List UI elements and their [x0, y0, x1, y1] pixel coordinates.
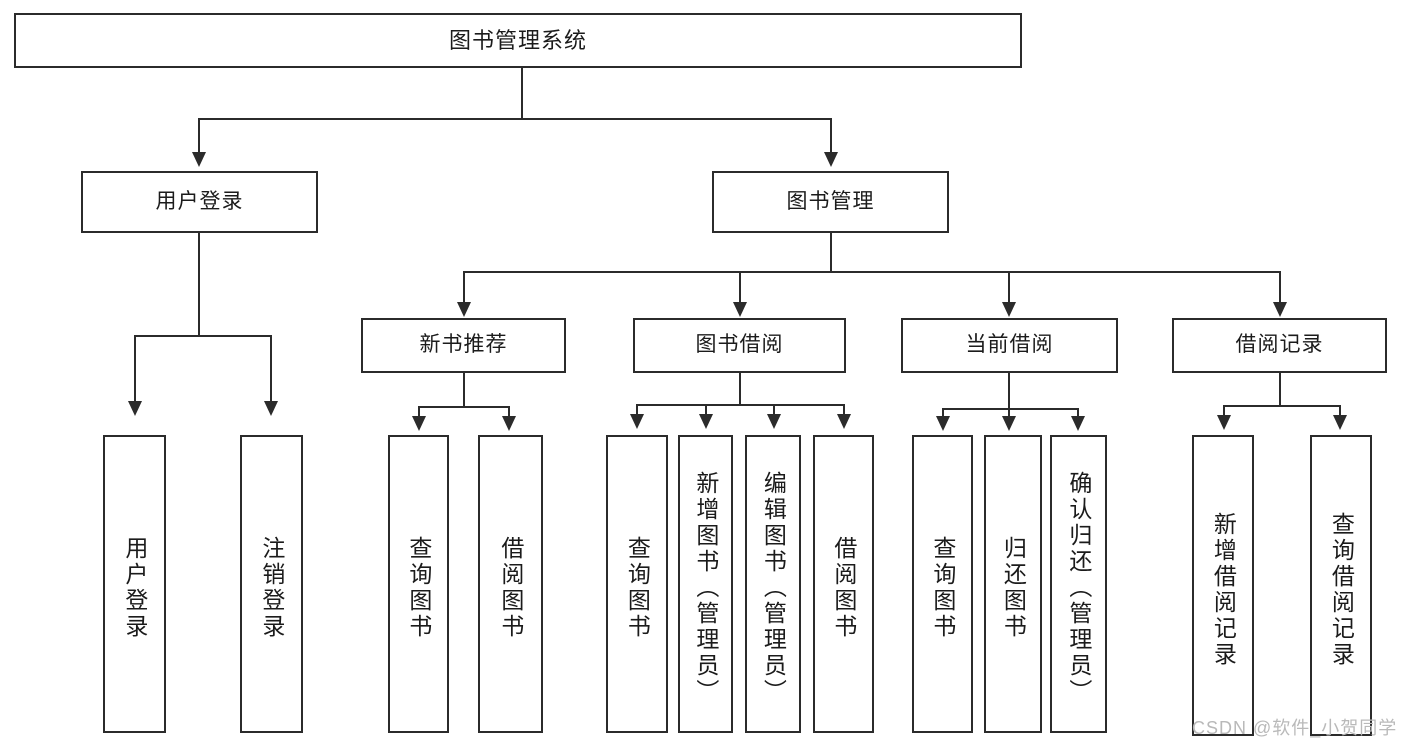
connector-borrowrecord-stem — [1279, 373, 1281, 405]
leaf-label: 确认归还（管理员） — [1065, 471, 1092, 705]
arrow-root-to-login — [192, 152, 206, 167]
connector-bookmgmt-to-borrow — [739, 271, 741, 304]
arrow-bookborrow-to-leaf2 — [699, 414, 713, 429]
connector-newbook-bar — [418, 406, 510, 408]
connector-bookborrow-stem — [739, 373, 741, 404]
leaf-borrow-book[interactable]: 借阅图书 — [813, 435, 874, 733]
connector-root-bar — [198, 118, 832, 120]
connector-currentborrow-to-leaf2 — [1008, 408, 1010, 418]
arrow-login-to-leaf2 — [264, 401, 278, 416]
node-borrow-record[interactable]: 借阅记录 — [1172, 318, 1387, 373]
node-label: 图书借阅 — [695, 333, 784, 357]
connector-bookborrow-to-leaf4 — [843, 404, 845, 416]
connector-newbook-to-leaf2 — [508, 406, 510, 418]
leaf-borrow-book-newbook[interactable]: 借阅图书 — [478, 435, 543, 733]
arrow-currentborrow-to-leaf3 — [1071, 416, 1085, 431]
arrow-currentborrow-to-leaf1 — [936, 416, 950, 431]
connector-bookborrow-bar — [636, 404, 845, 406]
arrow-bookborrow-to-leaf4 — [837, 414, 851, 429]
leaf-label: 查询图书 — [405, 536, 432, 640]
connector-bookmgmt-to-record — [1279, 271, 1281, 304]
leaf-add-book-admin[interactable]: 新增图书（管理员） — [678, 435, 733, 733]
arrow-login-to-leaf1 — [128, 401, 142, 416]
arrow-bookmgmt-to-new — [457, 302, 471, 317]
watermark-csdn: CSDN @软件_小贺同学 — [1192, 718, 1398, 738]
connector-borrowrecord-to-leaf1 — [1223, 405, 1225, 417]
arrow-bookmgmt-to-current — [1002, 302, 1016, 317]
arrow-bookmgmt-to-record — [1273, 302, 1287, 317]
connector-bookmgmt-stem — [830, 233, 832, 271]
node-new-book-recommend[interactable]: 新书推荐 — [361, 318, 566, 373]
connector-currentborrow-to-leaf1 — [942, 408, 944, 418]
node-label: 图书管理 — [786, 189, 875, 213]
connector-currentborrow-to-leaf3 — [1077, 408, 1079, 418]
node-label: 借阅记录 — [1235, 333, 1324, 357]
node-current-borrow[interactable]: 当前借阅 — [901, 318, 1118, 373]
connector-root-stem — [521, 68, 523, 118]
connector-bookmgmt-to-current — [1008, 271, 1010, 304]
leaf-label: 新增图书（管理员） — [692, 471, 719, 705]
leaf-add-borrow-record[interactable]: 新增借阅记录 — [1192, 435, 1254, 736]
leaf-label: 新增借阅记录 — [1210, 511, 1237, 668]
connector-newbook-stem — [463, 373, 465, 406]
leaf-logout[interactable]: 注销登录 — [240, 435, 303, 733]
arrow-bookborrow-to-leaf3 — [767, 414, 781, 429]
node-label: 当前借阅 — [965, 333, 1054, 357]
arrow-bookmgmt-to-borrow — [733, 302, 747, 317]
connector-bookborrow-to-leaf3 — [773, 404, 775, 416]
connector-login-stem — [198, 233, 200, 335]
arrow-currentborrow-to-leaf2 — [1002, 416, 1016, 431]
connector-borrowrecord-to-leaf2 — [1339, 405, 1341, 417]
node-book-management[interactable]: 图书管理 — [712, 171, 949, 233]
leaf-edit-book-admin[interactable]: 编辑图书（管理员） — [745, 435, 801, 733]
leaf-label: 借阅图书 — [830, 536, 857, 640]
arrow-bookborrow-to-leaf1 — [630, 414, 644, 429]
connector-currentborrow-bar — [942, 408, 1079, 410]
leaf-query-book-borrow[interactable]: 查询图书 — [606, 435, 668, 733]
leaf-user-login[interactable]: 用户登录 — [103, 435, 166, 733]
connector-login-to-leaf2 — [270, 335, 272, 403]
arrow-newbook-to-leaf2 — [502, 416, 516, 431]
arrow-root-to-bookmgmt — [824, 152, 838, 167]
connector-root-to-bookmgmt — [830, 118, 832, 154]
node-label: 用户登录 — [155, 189, 244, 213]
leaf-label: 查询借阅记录 — [1328, 511, 1355, 668]
leaf-label: 查询图书 — [929, 536, 956, 640]
connector-borrowrecord-bar — [1223, 405, 1341, 407]
node-book-borrow[interactable]: 图书借阅 — [633, 318, 846, 373]
connector-login-bar — [134, 335, 272, 337]
leaf-confirm-return-admin[interactable]: 确认归还（管理员） — [1050, 435, 1107, 733]
leaf-label: 归还图书 — [1000, 536, 1027, 640]
node-user-login[interactable]: 用户登录 — [81, 171, 318, 233]
node-label: 图书管理系统 — [448, 27, 587, 53]
leaf-query-borrow-record[interactable]: 查询借阅记录 — [1310, 435, 1372, 736]
leaf-label: 查询图书 — [624, 536, 651, 640]
connector-login-to-leaf1 — [134, 335, 136, 403]
arrow-borrowrecord-to-leaf2 — [1333, 415, 1347, 430]
connector-newbook-to-leaf1 — [418, 406, 420, 418]
leaf-return-book[interactable]: 归还图书 — [984, 435, 1042, 733]
connector-currentborrow-stem — [1008, 373, 1010, 408]
leaf-label: 用户登录 — [121, 536, 148, 640]
node-label: 新书推荐 — [419, 333, 508, 357]
leaf-query-book-newbook[interactable]: 查询图书 — [388, 435, 449, 733]
leaf-query-book-current[interactable]: 查询图书 — [912, 435, 973, 733]
connector-root-to-login — [198, 118, 200, 154]
leaf-label: 注销登录 — [258, 536, 285, 640]
leaf-label: 借阅图书 — [497, 536, 524, 640]
node-root-system[interactable]: 图书管理系统 — [14, 13, 1022, 68]
connector-bookmgmt-to-new — [463, 271, 465, 304]
leaf-label: 编辑图书（管理员） — [760, 471, 787, 705]
connector-bookborrow-to-leaf1 — [636, 404, 638, 416]
arrow-newbook-to-leaf1 — [412, 416, 426, 431]
connector-bookborrow-to-leaf2 — [705, 404, 707, 416]
arrow-borrowrecord-to-leaf1 — [1217, 415, 1231, 430]
connector-bookmgmt-bar — [463, 271, 1280, 273]
